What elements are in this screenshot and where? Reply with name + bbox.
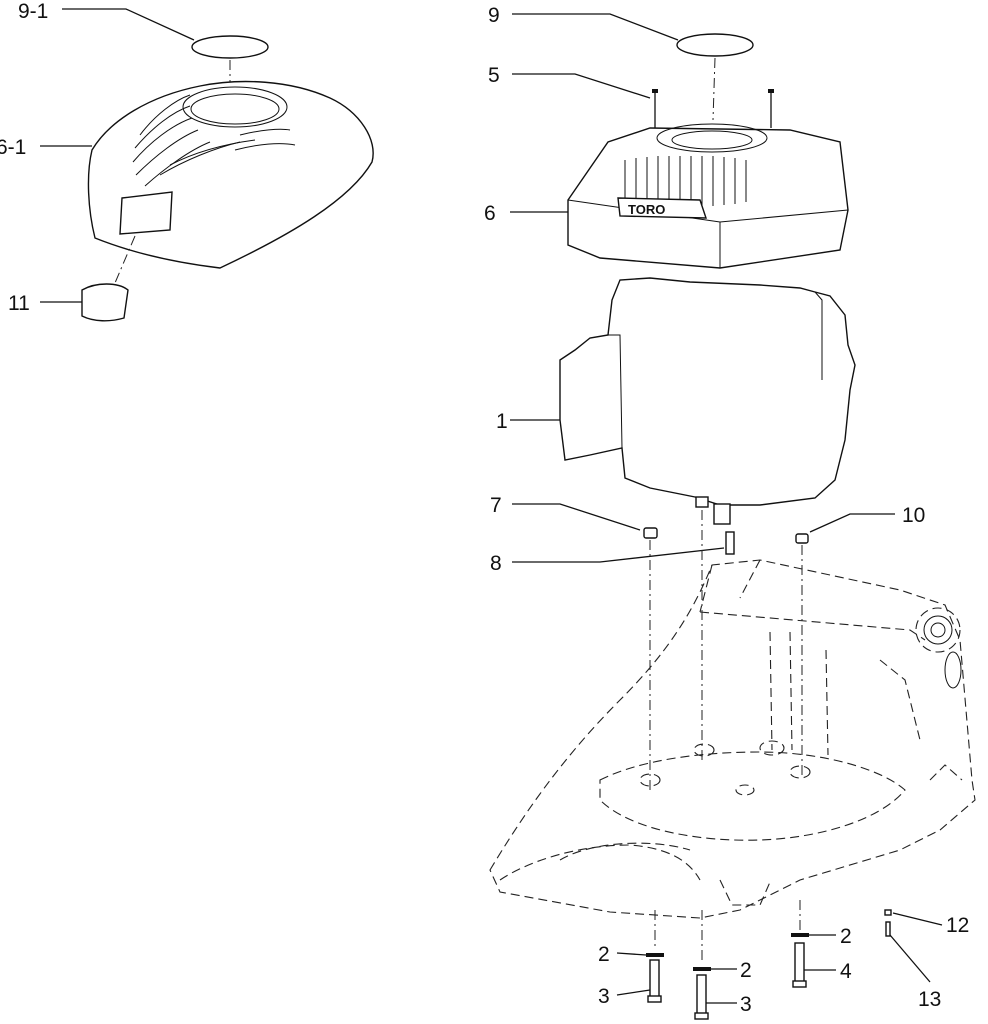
part-12-13-screw [884, 909, 892, 937]
part-4-bolt [792, 942, 807, 988]
part-3-bolt-left [647, 959, 662, 1003]
leader-11-axis [111, 235, 136, 291]
part-11-label [81, 283, 129, 322]
leader-9-1 [62, 8, 195, 41]
leader-10 [809, 513, 895, 533]
part-2-washer-center [693, 967, 711, 971]
label-3-center: 3 [740, 993, 752, 1016]
part-6-1-shroud [87, 80, 374, 269]
part-3-bolt-center [694, 974, 709, 1020]
leader-9-axis [712, 57, 716, 121]
label-12: 12 [946, 914, 969, 937]
part-7-nut [643, 527, 658, 539]
label-3-left: 3 [598, 985, 610, 1008]
leader-5 [512, 73, 651, 99]
label-2-right: 2 [840, 925, 852, 948]
leader-2a [616, 952, 647, 956]
label-1: 1 [496, 410, 508, 433]
part-2-washer-right [791, 933, 809, 937]
label-5: 5 [488, 64, 500, 87]
label-6: 6 [484, 202, 496, 225]
part-9-label-disc [676, 33, 754, 57]
leader-3a [616, 989, 651, 996]
part-10-nut [795, 533, 809, 544]
part-1-engine [559, 277, 856, 525]
label-9: 9 [488, 4, 500, 27]
label-11: 11 [8, 292, 30, 315]
leader-7 [512, 503, 641, 531]
label-4: 4 [840, 960, 852, 983]
cover-logo-text: TORO [628, 202, 665, 217]
leader-13 [889, 934, 931, 983]
part-2-washer-left [646, 953, 664, 957]
part-6-shroud [567, 123, 849, 269]
label-2-center: 2 [740, 959, 752, 982]
label-6-1: 6-1 [0, 136, 26, 159]
leader-12 [892, 912, 943, 926]
label-8: 8 [490, 552, 502, 575]
part-8-pin [725, 531, 735, 555]
label-2-left: 2 [598, 943, 610, 966]
part-5-screws [652, 89, 774, 128]
part-9-1-label-disc [191, 35, 269, 59]
leader-8 [512, 547, 725, 563]
label-9-1: 9-1 [18, 0, 48, 23]
mower-deck-phantom [489, 559, 976, 919]
label-10: 10 [902, 504, 925, 527]
label-13: 13 [918, 988, 941, 1011]
label-7: 7 [490, 494, 502, 517]
leader-9 [512, 13, 679, 41]
